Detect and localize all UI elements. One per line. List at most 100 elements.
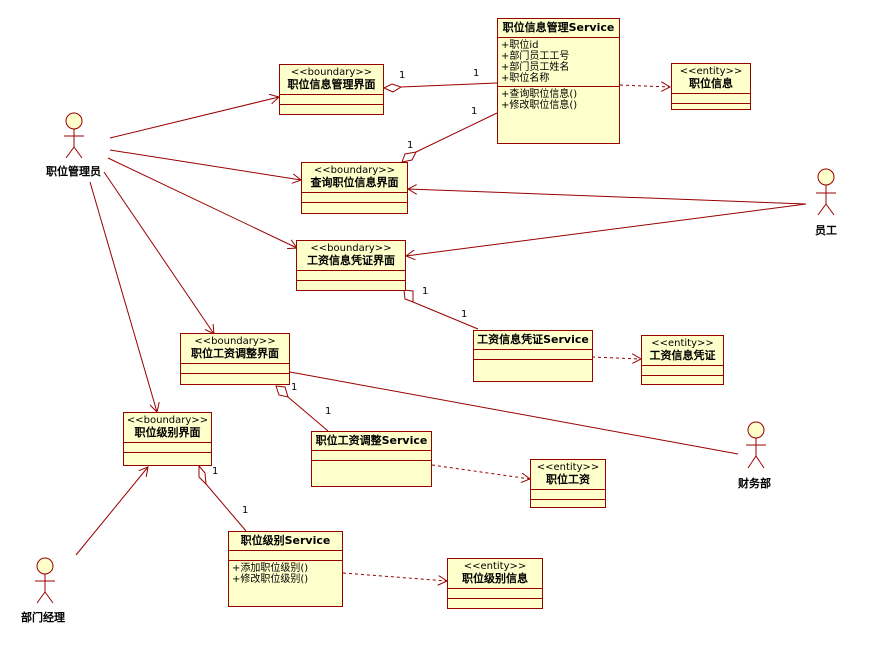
class-name: 工资信息凭证	[649, 349, 716, 362]
class-level-ui[interactable]: <<boundary>> 职位级别界面	[123, 412, 212, 466]
stereotype: <<boundary>>	[290, 67, 373, 78]
agg-diamond-mgmt-ui	[382, 83, 403, 93]
stereotype: <<entity>>	[679, 66, 743, 77]
assoc-dm-to-level-ui	[75, 467, 148, 556]
class-name: 职位工资	[546, 473, 590, 486]
operations-section	[474, 360, 592, 369]
operations-section	[531, 500, 605, 509]
attributes-section	[229, 551, 342, 561]
class-position-salary-entity[interactable]: <<entity>> 职位工资	[530, 459, 606, 508]
agg-level-ui-service	[205, 483, 247, 532]
attribute: +部门员工姓名	[501, 62, 570, 73]
attributes-section	[672, 94, 750, 104]
stereotype: <<entity>>	[536, 462, 600, 473]
stereotype: <<entity>>	[651, 338, 714, 349]
operation: +修改职位信息()	[501, 100, 578, 111]
class-name: 工资信息凭证界面	[307, 254, 395, 267]
operations-section	[302, 203, 407, 212]
assoc-employee-to-voucher-ui	[406, 203, 807, 256]
attribute: +职位id	[501, 40, 539, 51]
mult-query-ui: 1	[407, 140, 414, 151]
agg-diamond-voucher-ui	[403, 289, 414, 303]
stereotype: <<boundary>>	[313, 165, 396, 176]
dep-adjust-service-entity	[431, 464, 530, 479]
attributes-section: +职位id +部门员工工号 +部门员工姓名 +职位名称	[498, 38, 619, 87]
assoc-pm-to-voucher-ui	[107, 157, 297, 248]
attributes-section	[448, 589, 542, 599]
class-salary-voucher-service[interactable]: 工资信息凭证Service	[473, 330, 593, 382]
actor-finance-figure	[746, 421, 766, 469]
class-salary-voucher-entity[interactable]: <<entity>> 工资信息凭证	[641, 335, 724, 385]
mult-mgmt-ui: 1	[399, 70, 406, 81]
attributes-section	[302, 193, 407, 203]
actor-finance-label: 财务部	[738, 477, 771, 490]
class-position-info-mgmt-service[interactable]: 职位信息管理Service +职位id +部门员工工号 +部门员工姓名 +职位名…	[497, 18, 620, 144]
stereotype: <<entity>>	[463, 561, 527, 572]
stereotype: <<boundary>>	[126, 415, 209, 426]
class-salary-adjust-service[interactable]: 职位工资调整Service	[311, 431, 432, 487]
class-name: 职位工资调整界面	[191, 347, 279, 360]
actor-dept-manager-figure	[35, 557, 55, 604]
dep-level-service-entity	[342, 572, 447, 581]
mult-mgmt-service: 1	[473, 68, 480, 79]
class-query-position-ui[interactable]: <<boundary>> 查询职位信息界面	[301, 162, 408, 214]
assoc-finance-to-adjust-ui	[289, 371, 739, 455]
assoc-employee-to-query-ui	[408, 189, 807, 205]
stereotype: <<boundary>>	[194, 336, 276, 347]
operations-section: +查询职位信息() +修改职位信息()	[498, 87, 619, 113]
attributes-section	[297, 271, 405, 281]
class-name: 职位信息	[689, 77, 733, 90]
agg-query-ui-service	[415, 112, 498, 153]
agg-diamond-adjust-ui	[275, 385, 289, 398]
class-name: 职位级别Service	[240, 534, 331, 547]
assoc-pm-to-level-ui	[89, 181, 157, 412]
class-level-service[interactable]: 职位级别Service +添加职位级别() +修改职位级别()	[228, 531, 343, 607]
actor-position-manager-label: 职位管理员	[46, 165, 101, 178]
attributes-section	[312, 451, 431, 461]
class-salary-adjust-ui[interactable]: <<boundary>> 职位工资调整界面	[180, 333, 290, 385]
operations-section	[312, 461, 431, 470]
assoc-pm-to-mgmt-ui	[109, 97, 279, 139]
class-name: 职位信息管理Service	[502, 21, 615, 34]
mult-adjust-service: 1	[325, 406, 332, 417]
dep-voucher-service-entity	[591, 357, 641, 359]
class-position-info-mgmt-ui[interactable]: <<boundary>> 职位信息管理界面	[279, 64, 384, 115]
class-level-entity[interactable]: <<entity>> 职位级别信息	[447, 558, 543, 609]
class-name: 工资信息凭证Service	[477, 333, 589, 346]
agg-diamond-query-ui	[401, 151, 417, 163]
class-name: 职位级别信息	[462, 572, 528, 585]
class-position-info-entity[interactable]: <<entity>> 职位信息	[671, 63, 751, 110]
agg-adjust-ui-service	[287, 396, 329, 432]
class-salary-voucher-ui[interactable]: <<boundary>> 工资信息凭证界面	[296, 240, 406, 291]
attributes-section	[181, 364, 289, 374]
operations-section	[280, 105, 383, 114]
attribute: +部门员工工号	[501, 51, 570, 62]
mult-voucher-service: 1	[461, 309, 468, 320]
attributes-section	[124, 443, 211, 453]
actor-position-manager-figure	[64, 112, 84, 159]
mult-level-service: 1	[242, 505, 249, 516]
agg-voucher-ui-service	[412, 301, 479, 330]
stereotype: <<boundary>>	[310, 243, 392, 254]
operations-section: +添加职位级别() +修改职位级别()	[229, 561, 342, 587]
class-name: 职位工资调整Service	[315, 434, 428, 447]
operations-section	[672, 104, 750, 113]
assoc-pm-to-adjust-ui	[103, 171, 214, 334]
operations-section	[448, 599, 542, 608]
mult-query-service: 1	[471, 106, 478, 117]
mult-adjust-ui: 1	[291, 382, 298, 393]
attributes-section	[474, 350, 592, 360]
assoc-pm-to-query-ui	[109, 149, 301, 180]
actor-dept-manager-label: 部门经理	[21, 611, 65, 624]
attributes-section	[642, 366, 723, 376]
attributes-section	[280, 95, 383, 105]
attribute: +职位名称	[501, 73, 550, 84]
class-name: 职位级别界面	[134, 426, 201, 439]
agg-mgmt-ui-service	[400, 82, 498, 88]
class-name: 职位信息管理界面	[287, 78, 376, 91]
class-name: 查询职位信息界面	[310, 176, 399, 189]
operations-section	[124, 453, 211, 462]
mult-level-ui: 1	[212, 466, 219, 477]
actor-employee-figure	[816, 168, 836, 216]
